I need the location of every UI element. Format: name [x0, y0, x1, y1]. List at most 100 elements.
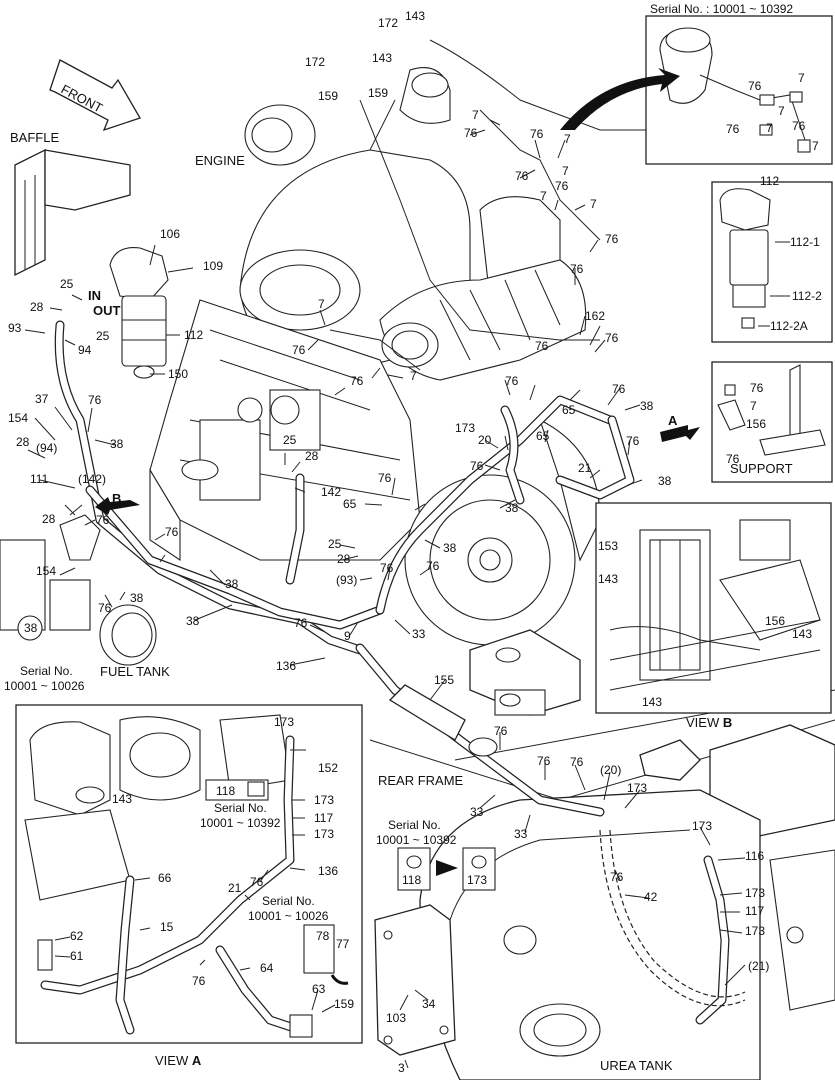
hoses [54, 39, 746, 1025]
callout-numbers: 172 143 172 143 159 159 7 76 76 7 76 7 7… [8, 9, 822, 1075]
callout: 116 [745, 849, 764, 863]
callout: 38 [505, 501, 519, 515]
baffle-label: BAFFLE [10, 130, 59, 145]
callout: 142 [321, 485, 341, 499]
callout: 76 [464, 126, 478, 140]
callout: 76 [292, 343, 306, 357]
callout: 76 [470, 459, 484, 473]
serial-left-range: 10001 ~ 10026 [4, 679, 85, 693]
view-b-title: VIEW B [686, 715, 732, 730]
arrow-b-label: B [112, 491, 121, 506]
inset-support [711, 361, 833, 483]
callout: 7 [540, 189, 547, 203]
callout: 78 [316, 929, 330, 943]
engine-label: ENGINE [195, 153, 245, 168]
callout: 173 [314, 793, 334, 807]
callout: 159 [318, 89, 338, 103]
callout: 25 [283, 433, 297, 447]
callout: 112-2A [770, 319, 808, 333]
callout: 118 [216, 784, 235, 798]
inset-top-right [560, 15, 833, 165]
callout: 159 [334, 997, 354, 1011]
callout: 21 [228, 881, 242, 895]
callout: 76 [96, 513, 110, 527]
callout: 172 [378, 16, 398, 30]
callout: 61 [70, 949, 84, 963]
serial-viewa-78-range: 10001 ~ 10026 [248, 909, 329, 923]
inset-view-a [15, 704, 363, 1044]
callout: 65 [562, 403, 576, 417]
front-arrow-icon [49, 59, 141, 132]
callout: 7 [778, 104, 785, 118]
callout: 7 [564, 132, 571, 146]
callout: 38 [443, 541, 457, 555]
callout: 76 [626, 434, 640, 448]
callout: 76 [350, 374, 364, 388]
callout: 143 [112, 792, 132, 806]
callout: 159 [368, 86, 388, 100]
callout: 112-2 [792, 289, 822, 303]
callout: 28 [305, 449, 319, 463]
callout: 20 [478, 433, 492, 447]
callout: 156 [746, 417, 766, 431]
callout: 28 [42, 512, 56, 526]
callout: 33 [412, 627, 426, 641]
callout: 7 [562, 164, 569, 178]
callout: 136 [276, 659, 296, 673]
callout: (142) [78, 472, 106, 486]
callout: 143 [372, 51, 392, 65]
callout: 111 [30, 472, 49, 486]
serial-left-label: Serial No. [20, 664, 73, 678]
callout: 37 [35, 392, 49, 406]
callout: 76 [494, 724, 508, 738]
callout: 112 [760, 174, 779, 188]
callout: 76 [726, 452, 740, 466]
callout: 76 [570, 755, 584, 769]
callout: 103 [386, 1011, 406, 1025]
rear-frame-label: REAR FRAME [378, 773, 464, 788]
serial-viewa-78-label: Serial No. [262, 894, 315, 908]
leader-lines [24, 119, 746, 1069]
callout: 117 [745, 904, 764, 918]
callout: 33 [514, 827, 528, 841]
callout: 25 [60, 277, 74, 291]
callout: 117 [314, 811, 333, 825]
callout: 136 [318, 864, 338, 878]
callout: 28 [337, 552, 351, 566]
triangle-arrow-icon [436, 860, 458, 876]
view-a-title: VIEW A [155, 1053, 202, 1068]
callout: 173 [455, 421, 475, 435]
callout: 76 [750, 381, 764, 395]
callout: 7 [750, 399, 757, 413]
arrow-b-icon [95, 497, 140, 515]
urea-tank-label: UREA TANK [600, 1058, 673, 1073]
callout: 77 [336, 937, 350, 951]
callout: 34 [422, 997, 436, 1011]
callout: 28 [30, 300, 44, 314]
callout: 38 [186, 614, 200, 628]
callout: 76 [792, 119, 806, 133]
callout: (20) [600, 763, 621, 777]
callout: 76 [537, 754, 551, 768]
callout: 76 [88, 393, 102, 407]
serial-viewa-118-label: Serial No. [214, 801, 267, 815]
callout: 173 [627, 781, 647, 795]
callout: 76 [605, 331, 619, 345]
callout: 38 [24, 621, 38, 635]
callout: 38 [225, 577, 239, 591]
callout: 21 [578, 461, 592, 475]
callout-circle [17, 615, 43, 641]
callout: 76 [605, 232, 619, 246]
engine-drawing [0, 59, 835, 1080]
callout: 7 [410, 369, 417, 383]
callout: 76 [555, 179, 569, 193]
fuel-tank-label: FUEL TANK [100, 664, 170, 679]
callout: 76 [748, 79, 762, 93]
callout: 173 [274, 715, 294, 729]
callout: 76 [294, 616, 308, 630]
callout: 112-1 [790, 235, 820, 249]
callout: 154 [36, 564, 56, 578]
callout: 62 [70, 929, 84, 943]
callout: 76 [570, 262, 584, 276]
callout: 76 [378, 471, 392, 485]
